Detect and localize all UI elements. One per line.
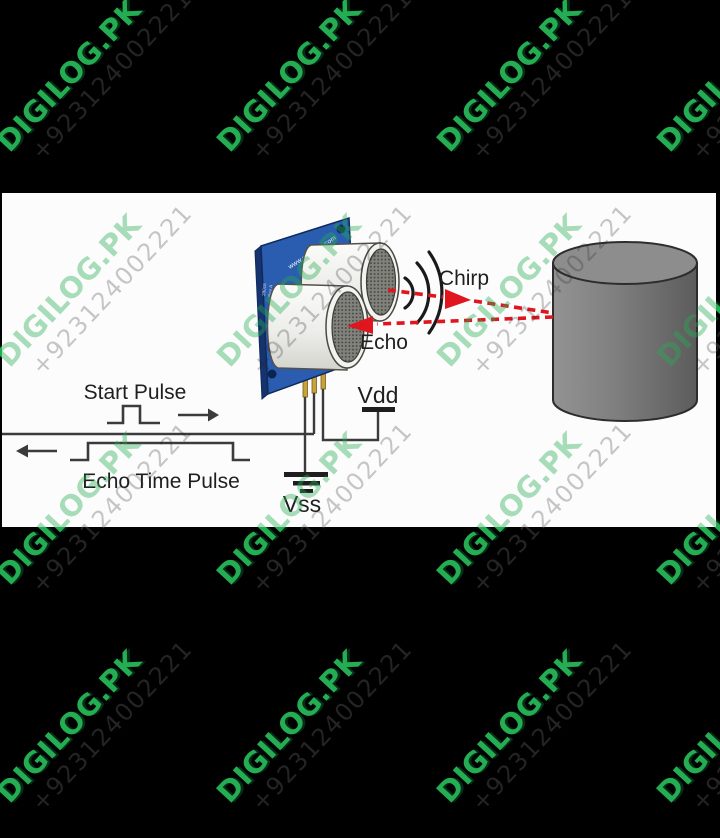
mounting-hole-bottom <box>267 369 277 379</box>
watermark-unit: DIGILOG.PK+923124002221 <box>0 0 199 187</box>
ground-symbol: Vss <box>283 472 328 517</box>
sound-wave-arcs <box>403 250 444 335</box>
watermark-unit: DIGILOG.PK+923124002221 <box>649 0 720 187</box>
pcb-rev-text: Rev A <box>267 285 273 297</box>
start-pulse-label: Start Pulse <box>84 381 187 404</box>
arrow-right-head <box>208 408 219 422</box>
watermark-phone-text: +923124002221 <box>25 0 199 166</box>
watermark-phone-text: +923124002221 <box>245 0 419 166</box>
vdd-wire <box>321 389 380 442</box>
watermark-phone-text: +923124002221 <box>245 634 419 817</box>
echo-label: Echo <box>360 331 408 354</box>
watermark-brand-text: DIGILOG.PK <box>209 643 368 810</box>
watermark-brand-text: DIGILOG.PK <box>429 0 588 159</box>
diagram-panel: www.parallax.com 28015 Rev A Vdd <box>2 193 716 527</box>
watermark-unit: DIGILOG.PK+923124002221 <box>649 634 720 838</box>
watermark-brand-text: DIGILOG.PK <box>429 643 588 810</box>
watermark-brand-text: DIGILOG.PK <box>0 0 148 159</box>
watermark-brand-text: DIGILOG.PK <box>0 643 148 810</box>
chirp-arrow-head <box>445 289 471 309</box>
echo-pulse-waveform <box>26 441 250 462</box>
watermark-phone-text: +923124002221 <box>685 634 720 817</box>
ultrasonic-sensor-diagram: www.parallax.com 28015 Rev A Vdd <box>2 216 698 517</box>
watermark-unit: DIGILOG.PK+923124002221 <box>429 634 639 838</box>
chirp-label: Chirp <box>439 267 489 290</box>
watermark-brand-text: DIGILOG.PK <box>649 643 720 810</box>
vdd-symbol: Vdd <box>358 382 399 412</box>
watermark-brand-text: DIGILOG.PK <box>649 0 720 159</box>
transducer-receive <box>266 283 369 371</box>
circuit-wiring <box>2 389 380 473</box>
watermark-unit: DIGILOG.PK+923124002221 <box>0 634 199 838</box>
watermark-unit: DIGILOG.PK+923124002221 <box>209 634 419 838</box>
watermark-phone-text: +923124002221 <box>685 0 720 166</box>
product-image: { "watermark": { "brand": "DIGILOG.PK", … <box>0 0 720 817</box>
watermark-unit: DIGILOG.PK+923124002221 <box>209 0 419 187</box>
start-pulse-waveform <box>107 404 210 425</box>
watermark-phone-text: +923124002221 <box>25 634 199 817</box>
chirp-path <box>387 288 554 315</box>
vss-label: Vss <box>283 491 321 517</box>
echo-path <box>347 315 554 334</box>
watermark-brand-text: DIGILOG.PK <box>209 0 368 159</box>
arrow-left-head <box>16 444 28 458</box>
pcb-part-text: 28015 <box>261 283 267 296</box>
echo-arrow-head <box>347 316 373 334</box>
vdd-label: Vdd <box>358 382 399 408</box>
mounting-hole-top <box>336 224 346 234</box>
target-cylinder <box>552 241 698 422</box>
watermark-phone-text: +923124002221 <box>465 0 639 166</box>
watermark-phone-text: +923124002221 <box>465 634 639 817</box>
watermark-unit: DIGILOG.PK+923124002221 <box>429 0 639 187</box>
echo-time-pulse-label: Echo Time Pulse <box>82 470 240 493</box>
